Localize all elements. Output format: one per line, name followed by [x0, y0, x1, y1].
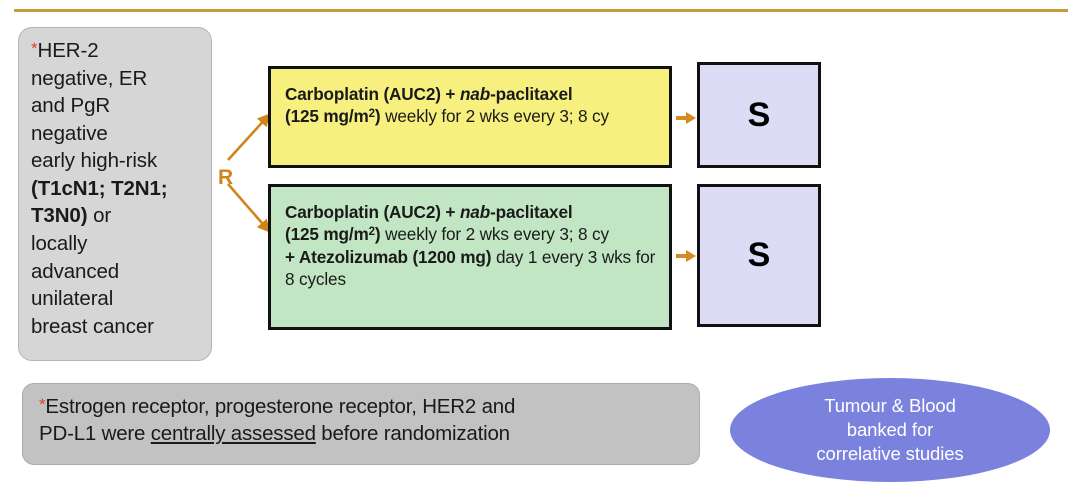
arm-a-regimen-tail: -paclitaxel	[490, 84, 573, 104]
eligibility-line-8: unilateral	[31, 287, 114, 311]
arm-b-atezolizumab: + Atezolizumab (1200 mg)	[285, 246, 492, 267]
footnote-line-2-suffix: before randomization	[315, 422, 510, 446]
arm-b-regimen-tail: -paclitaxel	[490, 202, 573, 222]
eligibility-stage-line-1: (T1cN1; T2N1;	[31, 176, 168, 200]
footnote-line-2-prefix: PD-L1 were	[39, 422, 151, 446]
eligibility-line-5: early high-risk	[31, 149, 158, 173]
surgery-box-arm-b: S	[697, 184, 821, 327]
arm-a-regimen-lead: Carboplatin (AUC2) +	[285, 84, 460, 104]
arm-b-atezolizumab-schedule: day 1 every 3 wks for 8 cycles	[285, 246, 656, 290]
arm-b-schedule: weekly for 2 wks every 3; 8 cy	[380, 224, 609, 245]
arm-a-nab-italic: nab	[459, 84, 491, 104]
eligibility-line-1: HER-2	[37, 39, 99, 62]
arrow-to-arm-b	[227, 183, 271, 233]
arm-b-dose: (125 mg/m	[285, 224, 369, 245]
treatment-arm-a-box: Carboplatin (AUC2) + nab-paclitaxel (125…	[268, 66, 672, 168]
arm-a-schedule: weekly for 2 wks every 3; 8 cy	[380, 106, 609, 127]
connector-arrow-arm-a-to-surgery	[676, 112, 696, 124]
eligibility-stage-line-2: T3N0)	[31, 204, 88, 228]
eligibility-line-2: negative, ER	[31, 66, 148, 90]
arm-b-dose-close: )	[374, 224, 381, 245]
surgery-box-arm-a: S	[697, 62, 821, 168]
arm-a-dose-superscript: 2	[368, 108, 375, 121]
eligibility-line-4: negative	[31, 121, 108, 145]
footnote-box: *Estrogen receptor, progesterone recepto…	[22, 383, 700, 465]
banked-line-3: correlative studies	[816, 443, 964, 465]
top-divider-rule	[14, 9, 1068, 12]
banked-line-1: Tumour & Blood	[824, 394, 956, 416]
arm-a-dose: (125 mg/m	[285, 106, 369, 127]
arm-b-dose-superscript: 2	[368, 226, 375, 239]
footnote-central-assessment-emphasis: centrally assessed	[150, 422, 316, 446]
eligibility-stage-suffix: or	[87, 204, 112, 228]
eligibility-line-9: breast cancer	[31, 314, 154, 338]
treatment-arm-b-box: Carboplatin (AUC2) + nab-paclitaxel (125…	[268, 184, 672, 330]
randomization-arrows	[227, 113, 271, 233]
eligibility-line-6: locally	[31, 231, 88, 255]
footnote-line-1: Estrogen receptor, progesterone receptor…	[45, 395, 516, 418]
arrow-to-arm-a	[227, 113, 271, 161]
footnote-asterisk: *	[39, 395, 46, 414]
biobanking-ellipse: Tumour & Blood banked for correlative st…	[730, 378, 1050, 482]
connector-arrow-arm-b-to-surgery	[676, 250, 696, 262]
eligibility-line-3: and PgR	[31, 94, 111, 118]
randomization-label: R	[218, 166, 234, 189]
eligibility-criteria-box: *HER-2 negative, ER and PgR negative ear…	[18, 27, 212, 361]
banked-line-2: banked for	[846, 418, 934, 440]
eligibility-line-7: advanced	[31, 259, 120, 283]
surgery-label-b: S	[747, 236, 771, 274]
surgery-label-a: S	[747, 95, 771, 134]
eligibility-asterisk: *	[31, 39, 38, 58]
arm-a-dose-close: )	[374, 106, 381, 127]
arm-b-regimen-lead: Carboplatin (AUC2) +	[285, 202, 460, 222]
arm-b-nab-italic: nab	[459, 202, 491, 222]
